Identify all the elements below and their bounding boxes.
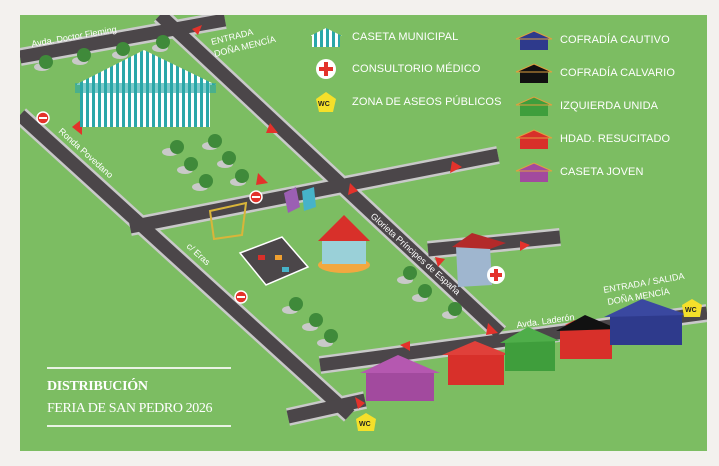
legend-aseos: WC ZONA DE ASEOS PÚBLICOS xyxy=(306,90,502,114)
fair-map: WC WC Avda. Doctor Fleming ENTRADA DOÑA … xyxy=(20,15,707,451)
road-bottom xyxy=(286,393,367,424)
municipal-tent xyxy=(75,50,216,127)
legend-caseta-2: IZQUIERDA UNIDA xyxy=(514,94,658,118)
legend-consultorio: CONSULTORIO MÉDICO xyxy=(306,57,481,81)
tent-icon xyxy=(306,25,346,49)
bumper-cars xyxy=(238,236,310,286)
title-line1: DISTRIBUCIÓN xyxy=(47,379,148,394)
medical-center xyxy=(452,233,506,287)
caseta-icon xyxy=(514,160,554,184)
svg-text:WC: WC xyxy=(359,421,371,428)
trees xyxy=(34,35,462,347)
wc-icon: WC xyxy=(306,90,346,114)
legend-caseta-3: HDAD. RESUCITADO xyxy=(514,127,670,151)
caseta-icon xyxy=(514,28,554,52)
svg-text:WC: WC xyxy=(318,101,330,108)
no-entry-signs xyxy=(36,111,263,304)
svg-text:WC: WC xyxy=(685,307,697,314)
caseta-icon xyxy=(514,61,554,85)
title-line2: FERIA DE SAN PEDRO 2026 xyxy=(47,401,213,416)
road-glorieta xyxy=(155,15,505,338)
wc-markers: WC WC xyxy=(356,299,702,431)
caseta-icon xyxy=(514,94,554,118)
legend-caseta-0: COFRADÍA CAUTIVO xyxy=(514,28,670,52)
medical-cross-icon xyxy=(306,57,346,81)
casetas xyxy=(360,299,688,401)
carousel xyxy=(318,215,370,273)
map-title: DISTRIBUCIÓN FERIA DE SAN PEDRO 2026 xyxy=(47,367,231,427)
road-doctor-fleming xyxy=(20,15,227,64)
legend-caseta-municipal: CASETA MUNICIPAL xyxy=(306,25,458,49)
map-drawing: WC WC Avda. Doctor Fleming ENTRADA DOÑA … xyxy=(20,15,707,431)
road-ronda-povedano xyxy=(20,110,355,420)
legend-caseta-4: CASETA JOVEN xyxy=(514,160,644,184)
playground xyxy=(208,187,316,241)
legend-caseta-1: COFRADÍA CALVARIO xyxy=(514,61,675,85)
caseta-icon xyxy=(514,127,554,151)
